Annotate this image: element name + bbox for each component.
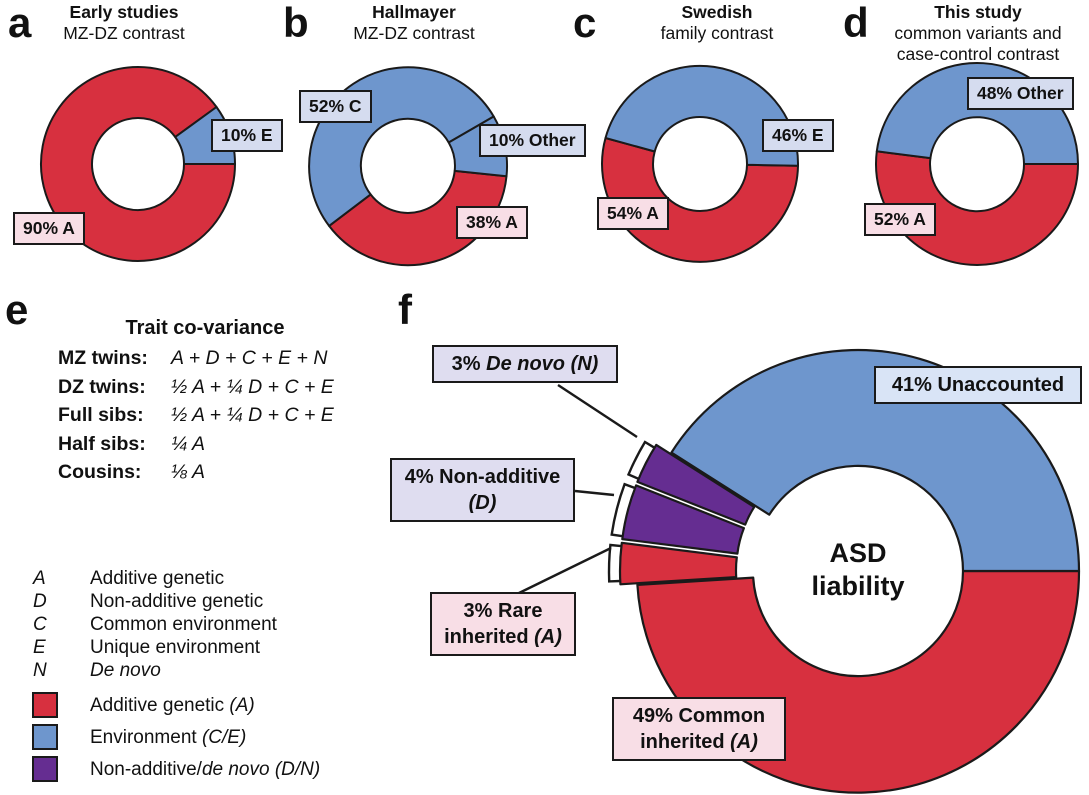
legend-row-C: C Common environment bbox=[33, 614, 277, 636]
covariance-row-halfsibs: Half sibs: ¼ A bbox=[58, 433, 205, 456]
label-49pct-common-inherited-line2: inherited (A) bbox=[640, 731, 758, 753]
panel-d-letter: d bbox=[843, 0, 869, 46]
swatch-label-additive-genetic: Additive genetic (A) bbox=[90, 695, 255, 716]
covariance-row-cousins: Cousins: ⅛ A bbox=[58, 461, 205, 484]
label-10pct-E: 10% E bbox=[211, 119, 283, 152]
label-4pct-non-additive-line1: 4% Non-additive bbox=[404, 466, 561, 488]
legend-symbol-A: A bbox=[33, 568, 46, 589]
panel-c-title-line1: Swedish bbox=[681, 2, 753, 22]
label-49pct-common-inherited: 49% Common inherited (A) bbox=[612, 697, 786, 761]
legend-row-D: D Non-additive genetic bbox=[33, 591, 263, 613]
legend-row-E: E Unique environment bbox=[33, 637, 260, 659]
label-4pct-non-additive-line2: (D) bbox=[468, 492, 497, 514]
panel-a-title-line1: Early studies bbox=[69, 2, 179, 22]
legend-name-N: De novo bbox=[90, 660, 161, 681]
legend-symbol-N: N bbox=[33, 660, 47, 681]
panel-d-title: This study common variants and case-cont… bbox=[889, 2, 1067, 65]
label-38pct-A: 38% A bbox=[456, 206, 528, 239]
swatch-non-additive-de-novo bbox=[32, 756, 58, 782]
panel-b-title: Hallmayer MZ-DZ contrast bbox=[334, 2, 494, 44]
donut-c bbox=[601, 64, 800, 263]
legend-name-C: Common environment bbox=[90, 614, 277, 635]
legend-symbol-C: C bbox=[33, 614, 47, 635]
label-3pct-rare-inherited-line1: 3% Rare bbox=[463, 600, 543, 622]
panel-f-letter: f bbox=[398, 286, 412, 333]
covariance-row-mz: MZ twins: A + D + C + E + N bbox=[58, 347, 327, 370]
label-3pct-de-novo: 3% De novo (N) bbox=[432, 345, 618, 383]
legend-symbol-D: D bbox=[33, 591, 47, 612]
panel-b-title-line2: MZ-DZ contrast bbox=[353, 23, 475, 43]
covariance-row-mz-label: MZ twins: bbox=[58, 347, 148, 369]
legend-name-D: Non-additive genetic bbox=[90, 591, 264, 612]
legend-name-A: Additive genetic bbox=[90, 568, 225, 589]
covariance-row-halfsibs-formula: ¼ A bbox=[171, 433, 205, 455]
covariance-row-dz-label: DZ twins: bbox=[58, 376, 146, 398]
label-52pct-A: 52% A bbox=[864, 203, 936, 236]
label-90pct-A: 90% A bbox=[13, 212, 85, 245]
label-3pct-rare-inherited-line2: inherited (A) bbox=[444, 626, 562, 648]
bracket-purple-3 bbox=[626, 440, 656, 480]
label-48pct-other: 48% Other bbox=[967, 77, 1074, 110]
panel-a-title-line2: MZ-DZ contrast bbox=[63, 23, 185, 43]
covariance-row-mz-formula: A + D + C + E + N bbox=[171, 347, 328, 369]
covariance-row-halfsibs-label: Half sibs: bbox=[58, 433, 146, 455]
bracket-purple-4 bbox=[610, 482, 636, 538]
panel-b-letter: b bbox=[283, 0, 309, 46]
covariance-row-dz-formula: ½ A + ¼ D + C + E bbox=[171, 376, 334, 398]
covariance-row-dz: DZ twins: ½ A + ¼ D + C + E bbox=[58, 376, 334, 399]
swatch-additive-genetic bbox=[32, 692, 58, 718]
callout-connector-line bbox=[516, 546, 612, 596]
covariance-row-fullsibs-label: Full sibs: bbox=[58, 404, 144, 426]
panel-c-title-line2: family contrast bbox=[660, 23, 774, 43]
label-49pct-common-inherited-line1: 49% Common bbox=[632, 705, 766, 727]
panel-d-title-line3: case-control contrast bbox=[896, 44, 1060, 64]
covariance-row-cousins-formula: ⅛ A bbox=[171, 461, 205, 483]
label-41pct-unaccounted: 41% Unaccounted bbox=[874, 366, 1082, 404]
callout-connector-line bbox=[574, 489, 615, 497]
label-41pct-unaccounted-line1: 41% Unaccounted bbox=[891, 374, 1065, 396]
asd-liability-line1: ASD bbox=[829, 538, 887, 568]
legend-symbol-E: E bbox=[33, 637, 46, 658]
asd-liability-center-label: ASD liability bbox=[748, 537, 968, 603]
bracket-red-3 bbox=[607, 543, 622, 583]
panel-a-letter: a bbox=[8, 0, 32, 46]
label-10pct-other: 10% Other bbox=[479, 124, 586, 157]
legend-row-N: N De novo bbox=[33, 660, 161, 682]
panel-c-letter: c bbox=[573, 0, 597, 46]
swatch-label-non-additive-de-novo: Non-additive/de novo (D/N) bbox=[90, 759, 321, 780]
covariance-row-fullsibs-formula: ½ A + ¼ D + C + E bbox=[171, 404, 334, 426]
label-3pct-rare-inherited: 3% Rare inherited (A) bbox=[430, 592, 576, 656]
covariance-title: Trait co-variance bbox=[125, 317, 285, 339]
label-52pct-C: 52% C bbox=[299, 90, 372, 123]
panel-e-letter: e bbox=[5, 286, 29, 333]
panel-d-title-line1: This study bbox=[934, 2, 1022, 22]
legend-name-E: Unique environment bbox=[90, 637, 261, 658]
callout-connector-line bbox=[557, 383, 638, 439]
label-4pct-non-additive: 4% Non-additive (D) bbox=[390, 458, 575, 522]
panel-c-title: Swedish family contrast bbox=[637, 2, 797, 44]
legend-row-A: A Additive genetic bbox=[33, 568, 224, 590]
label-46pct-E: 46% E bbox=[762, 119, 834, 152]
covariance-row-fullsibs: Full sibs: ½ A + ¼ D + C + E bbox=[58, 404, 334, 427]
panel-b-title-line1: Hallmayer bbox=[372, 2, 456, 22]
panel-d-title-line2: common variants and bbox=[894, 23, 1062, 43]
label-54pct-A: 54% A bbox=[597, 197, 669, 230]
swatch-label-environment: Environment (C/E) bbox=[90, 727, 247, 748]
covariance-row-cousins-label: Cousins: bbox=[58, 461, 142, 483]
swatch-environment bbox=[32, 724, 58, 750]
asd-liability-line2: liability bbox=[811, 571, 905, 601]
label-3pct-de-novo-line1: 3% De novo (N) bbox=[451, 353, 599, 375]
panel-a-title: Early studies MZ-DZ contrast bbox=[44, 2, 204, 44]
